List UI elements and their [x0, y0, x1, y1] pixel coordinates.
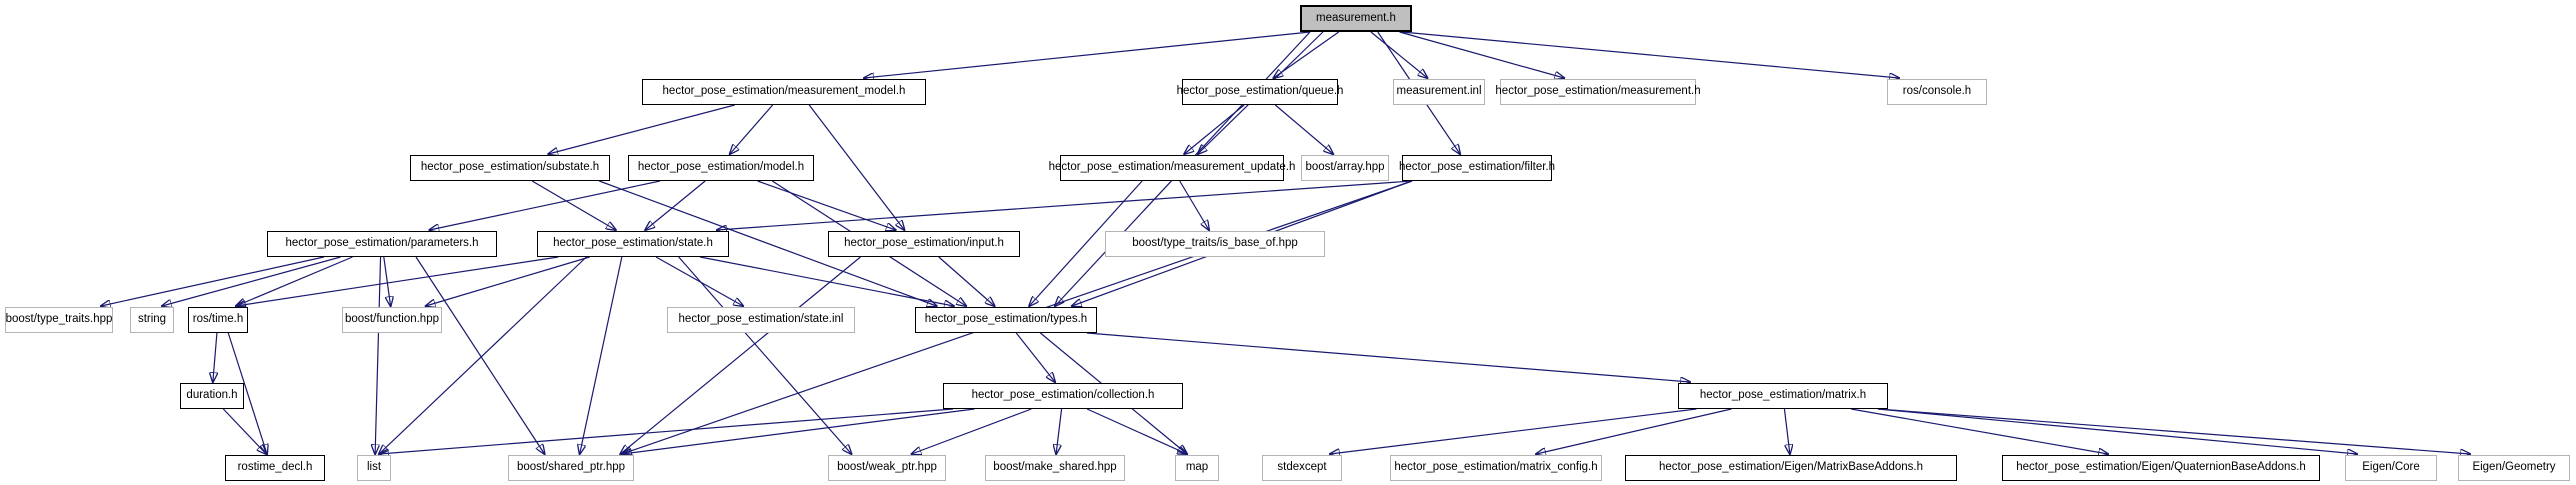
graph-node-bshared: boost/shared_ptr.hpp: [508, 455, 634, 481]
edge-params-bfunc: [383, 256, 391, 306]
edge-collection-map: [1086, 408, 1187, 454]
edge-input-types: [938, 256, 995, 306]
graph-node-map: map: [1175, 455, 1219, 481]
graph-node-egeo: Eigen/Geometry: [2458, 455, 2570, 481]
edge-params-rtime: [236, 256, 353, 306]
graph-node-console: ros/console.h: [1887, 79, 1987, 105]
edge-mm-substate: [548, 104, 735, 154]
edge-queue-mupdate: [1184, 104, 1245, 154]
graph-node-mba[interactable]: hector_pose_estimation/Eigen/MatrixBaseA…: [1625, 455, 1957, 481]
graph-node-bfunc: boost/function.hpp: [342, 307, 442, 333]
edge-mm-model: [730, 104, 774, 154]
edge-matrix-mconfig: [1536, 408, 1732, 454]
graph-node-rtime[interactable]: ros/time.h: [188, 307, 248, 333]
graph-node-ecore: Eigen/Core: [2345, 455, 2437, 481]
edge-collection-list: [379, 408, 954, 454]
graph-node-minl: measurement.inl: [1393, 79, 1485, 105]
graph-node-list: list: [357, 455, 391, 481]
edge-mm-input: [808, 104, 904, 230]
edge-state-bfunc: [426, 256, 590, 306]
edge-matrix-stdexcept: [1330, 408, 1697, 454]
graph-node-stdexcept: stdexcept: [1262, 455, 1342, 481]
edge-params-string: [162, 256, 341, 306]
graph-node-types[interactable]: hector_pose_estimation/types.h: [915, 307, 1097, 333]
edge-state-list: [379, 256, 587, 454]
edge-collection-bshared: [622, 408, 975, 454]
edge-matrix-ecore: [1877, 408, 2357, 454]
edge-substate-types: [599, 180, 936, 306]
graph-node-filter[interactable]: hector_pose_estimation/filter.h: [1399, 155, 1555, 181]
graph-node-bmake: boost/make_shared.hpp: [985, 455, 1125, 481]
graph-node-model[interactable]: hector_pose_estimation/model.h: [628, 155, 814, 181]
edge-duration-rdecl: [222, 408, 266, 454]
edge-root-minl: [1370, 31, 1427, 78]
graph-node-input[interactable]: hector_pose_estimation/input.h: [828, 231, 1020, 257]
edge-params-list: [375, 256, 382, 454]
edge-collection-bmake: [1056, 408, 1063, 454]
edge-input-bshared: [620, 256, 861, 454]
graph-node-isbase: boost/type_traits/is_base_of.hpp: [1105, 231, 1325, 257]
edge-root-mh: [1399, 31, 1565, 78]
graph-node-queue[interactable]: hector_pose_estimation/queue.h: [1177, 79, 1343, 105]
edge-model-input: [757, 180, 896, 230]
edge-rtime-duration: [213, 332, 217, 382]
graph-node-mm[interactable]: hector_pose_estimation/measurement_model…: [642, 79, 926, 105]
edge-mupdate-isbase: [1179, 180, 1209, 230]
graph-node-collection[interactable]: hector_pose_estimation/collection.h: [943, 383, 1183, 409]
graph-node-string: string: [130, 307, 174, 333]
edge-model-state: [645, 180, 706, 230]
graph-node-root: measurement.h: [1300, 5, 1412, 32]
edge-state-rtime: [236, 256, 559, 306]
edge-substate-state: [531, 180, 616, 230]
graph-node-matrix[interactable]: hector_pose_estimation/matrix.h: [1678, 383, 1888, 409]
edge-rtime-rdecl: [227, 332, 267, 454]
graph-node-params[interactable]: hector_pose_estimation/parameters.h: [267, 231, 497, 257]
edge-root-mm: [864, 31, 1311, 78]
graph-node-qba[interactable]: hector_pose_estimation/Eigen/QuaternionB…: [2002, 455, 2320, 481]
edge-state-bweak: [678, 256, 852, 454]
edge-root-console: [1401, 31, 1899, 78]
edge-filter-state: [717, 180, 1413, 230]
edge-params-btt: [101, 256, 324, 306]
graph-node-btt: boost/type_traits.hpp: [5, 307, 113, 333]
graph-node-rdecl[interactable]: rostime_decl.h: [225, 455, 325, 481]
edge-matrix-mba: [1783, 408, 1789, 454]
graph-node-substate[interactable]: hector_pose_estimation/substate.h: [410, 155, 610, 181]
graph-node-barray: boost/array.hpp: [1301, 155, 1389, 181]
edge-collection-bweak: [912, 408, 1032, 454]
edge-state-types: [700, 256, 954, 306]
edge-matrix-qba: [1850, 408, 2108, 454]
graph-node-bweak: boost/weak_ptr.hpp: [828, 455, 946, 481]
graph-node-duration[interactable]: duration.h: [180, 383, 244, 409]
edge-types-collection: [1015, 332, 1055, 382]
edge-queue-barray: [1274, 104, 1333, 154]
edge-matrix-egeo: [1877, 408, 2470, 454]
graph-node-stinl: hector_pose_estimation/state.inl: [667, 307, 855, 333]
edge-state-bshared: [580, 256, 623, 454]
graph-node-mupdate[interactable]: hector_pose_estimation/measurement_updat…: [1049, 155, 1295, 181]
graph-node-mconfig: hector_pose_estimation/matrix_config.h: [1390, 455, 1602, 481]
edge-types-matrix: [1086, 332, 1690, 382]
edge-params-bshared: [415, 256, 545, 454]
graph-node-mh: hector_pose_estimation/measurement.h: [1495, 79, 1701, 105]
edge-model-params: [429, 180, 661, 230]
graph-node-state[interactable]: hector_pose_estimation/state.h: [537, 231, 729, 257]
